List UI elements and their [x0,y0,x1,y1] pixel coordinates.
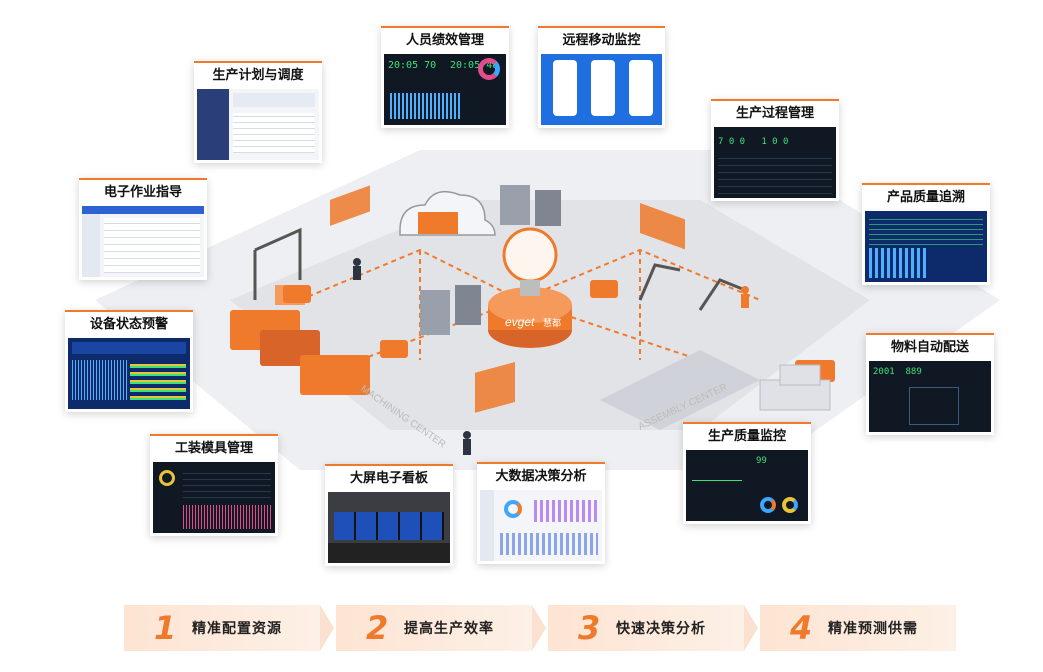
card-remote[interactable]: 远程移动监控 [538,26,665,128]
card-title: 远程移动监控 [562,33,641,48]
benefit-step-2: 2 提高生产效率 [336,605,532,651]
card-plan[interactable]: 生产计划与调度 [194,61,322,163]
step-arrow [532,605,546,651]
card-title: 大数据决策分析 [495,469,587,484]
tooling-screenshot [153,462,275,533]
card-guide[interactable]: 电子作业指导 [79,178,207,280]
step-number: 2 [366,609,389,647]
card-title: 设备状态预警 [89,317,168,332]
card-bigdata[interactable]: 大数据决策分析 [477,462,605,564]
step-label: 快速决策分析 [616,621,706,637]
step-label: 精准预测供需 [828,621,918,637]
plan-screenshot [197,89,319,160]
step-arrow [320,605,334,651]
card-process[interactable]: 生产过程管理 7 0 0 1 0 0 [711,99,839,201]
card-title: 工装模具管理 [174,441,253,456]
step-number: 1 [154,609,177,647]
card-title: 生产过程管理 [735,106,814,121]
bigdata-screenshot [480,490,602,561]
card-title: 物料自动配送 [890,340,969,355]
quality-trace-screenshot [865,211,987,282]
guide-screenshot [82,206,204,277]
hub-logo: evget [505,315,535,329]
card-bigscreen[interactable]: 大屏电子看板 [325,464,453,566]
card-quality-monitor[interactable]: 生产质量监控 99 [683,422,811,524]
card-title: 人员绩效管理 [405,33,484,48]
benefit-step-1: 1 精准配置资源 [124,605,320,651]
card-equipment[interactable]: 设备状态预警 [65,310,193,412]
remote-screenshot [541,54,662,125]
quality-monitor-screenshot: 99 [686,450,808,521]
card-title: 生产质量监控 [707,429,786,444]
benefit-step-4: 4 精准预测供需 [760,605,956,651]
card-title: 产品质量追溯 [886,190,965,205]
step-number: 4 [790,609,813,647]
process-screenshot: 7 0 0 1 0 0 [714,127,836,198]
material-screenshot: 2001 889 [869,361,991,432]
bigscreen-photo [328,492,450,563]
card-personnel[interactable]: 人员绩效管理 20:05 70 20:05 48 [381,26,509,128]
benefit-step-3: 3 快速决策分析 [548,605,744,651]
step-label: 精准配置资源 [192,621,282,637]
svg-text:慧都: 慧都 [543,317,561,329]
lightbulb-brain-icon [502,227,558,283]
card-quality-trace[interactable]: 产品质量追溯 [862,183,990,285]
personnel-screenshot: 20:05 70 20:05 48 [384,54,506,125]
step-arrow [744,605,758,651]
card-material[interactable]: 物料自动配送 2001 889 [866,333,994,435]
step-label: 提高生产效率 [404,621,494,637]
step-number: 3 [578,609,601,647]
card-title: 大屏电子看板 [349,471,428,486]
card-tooling[interactable]: 工装模具管理 [150,434,278,536]
card-title: 生产计划与调度 [212,68,304,83]
card-title: 电子作业指导 [103,185,182,200]
equipment-screenshot [68,338,190,409]
